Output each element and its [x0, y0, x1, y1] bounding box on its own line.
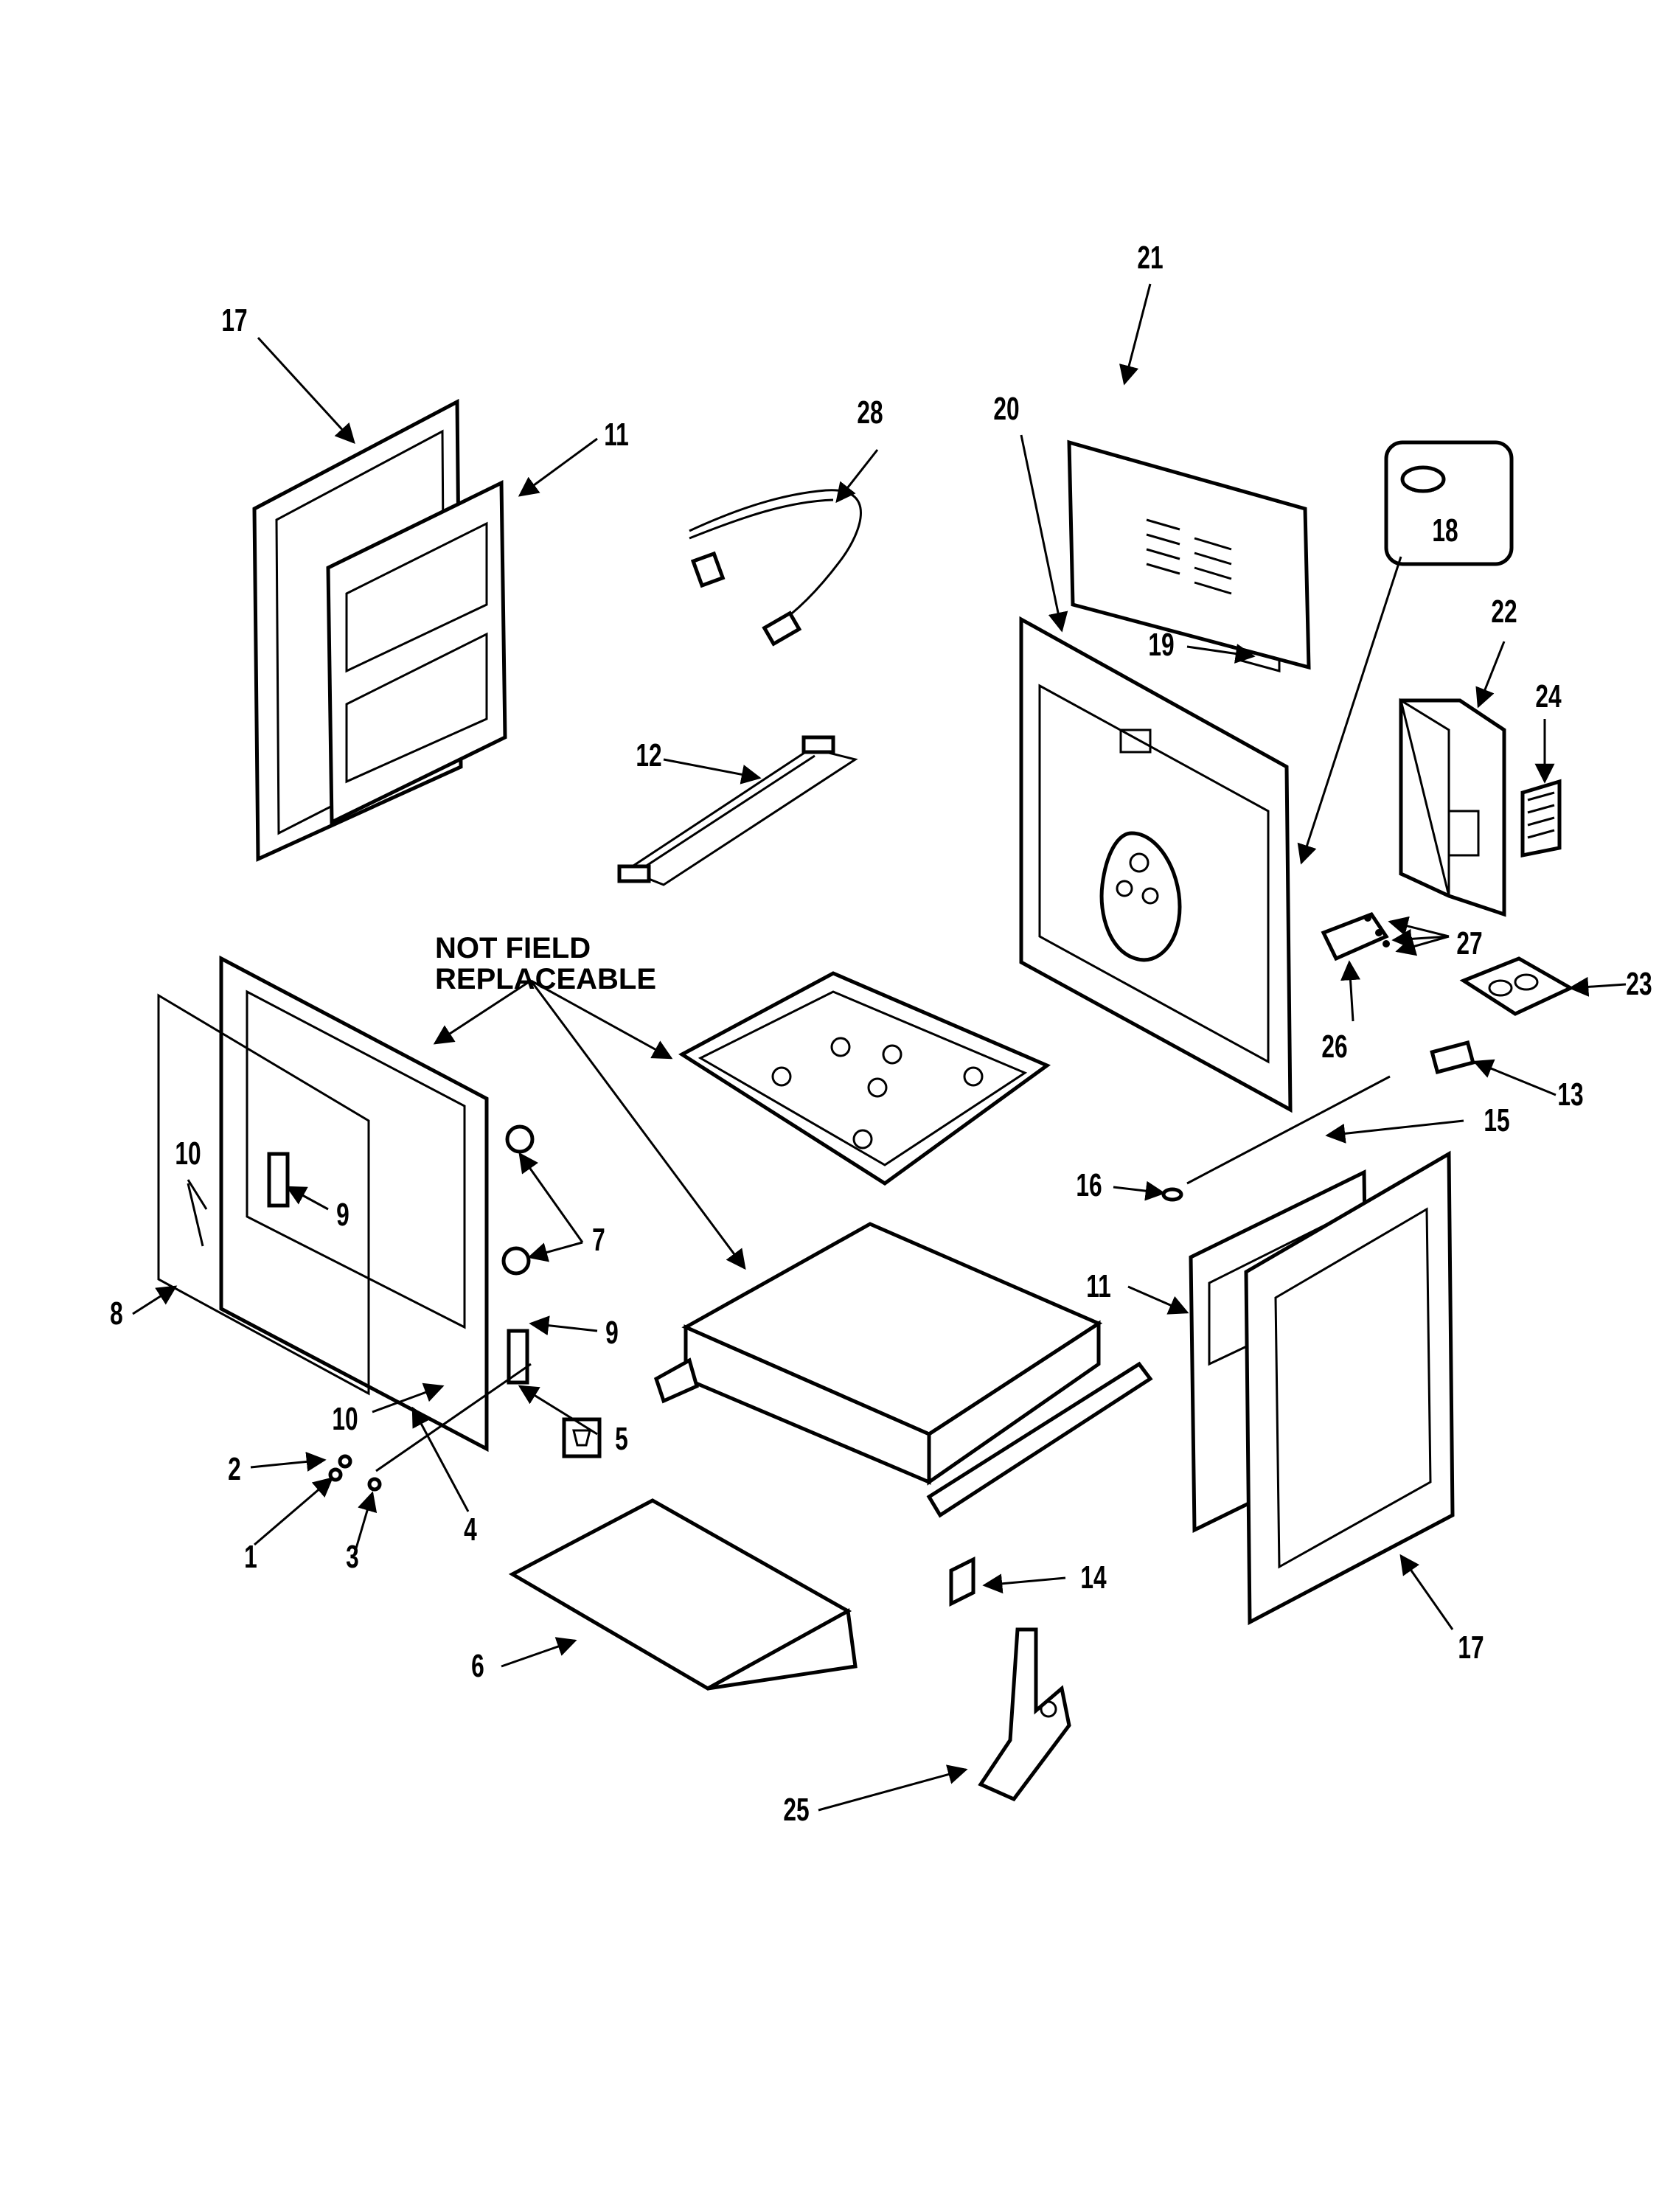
callout-19: 19	[1148, 627, 1175, 663]
callout-20: 20	[993, 391, 1020, 427]
leader-lines	[132, 283, 1627, 1812]
oven-frame-front	[219, 955, 489, 1453]
part-7-bushings	[501, 1124, 535, 1276]
callout-13: 13	[1557, 1077, 1584, 1113]
part-26-terminal-block	[1321, 911, 1389, 961]
part-16-small-part	[1161, 1187, 1183, 1202]
part-11-insulation-upper	[326, 480, 507, 825]
callout-15: 15	[1484, 1102, 1510, 1138]
part-28-power-cord	[689, 489, 862, 647]
callout-28: 28	[857, 394, 883, 431]
callout-8: 8	[110, 1295, 123, 1332]
callout-4: 4	[464, 1512, 477, 1548]
part-21-back-panel-upper	[1067, 439, 1311, 672]
part-8-door-gasket	[157, 993, 370, 1396]
callout-10-lower: 10	[332, 1401, 358, 1437]
part-14-leveling-leg	[949, 1556, 975, 1607]
cooktop-pan	[678, 971, 1051, 1186]
callout-10-upper: 10	[175, 1135, 201, 1172]
part-27-screws	[1364, 914, 1390, 947]
callout-6: 6	[471, 1648, 484, 1684]
part-9-hinge-receiver-left	[267, 1152, 290, 1208]
part-6-bottom-panel	[508, 1498, 858, 1691]
callout-3: 3	[346, 1539, 359, 1575]
callout-18: 18	[1432, 512, 1458, 549]
callout-1: 1	[244, 1539, 257, 1575]
note-line-1: NOT FIELD	[435, 932, 591, 964]
callout-2: 2	[228, 1451, 241, 1487]
callout-11-top: 11	[604, 417, 629, 453]
part-1-2-3-hardware	[328, 1454, 382, 1492]
callout-17-lower: 17	[1458, 1630, 1484, 1666]
base-assembly	[653, 1222, 1153, 1518]
callout-14: 14	[1080, 1559, 1107, 1596]
callout-24: 24	[1535, 678, 1562, 714]
callout-16: 16	[1076, 1167, 1102, 1203]
part-9-hinge-receiver-right	[507, 1329, 529, 1385]
part-23-cover-plate	[1459, 956, 1575, 1016]
callout-7: 7	[592, 1222, 605, 1258]
callout-23: 23	[1626, 966, 1652, 1002]
part-12-bake-element	[617, 735, 858, 886]
callout-27: 27	[1456, 925, 1483, 961]
callout-22: 22	[1491, 594, 1517, 630]
part-17-side-panel-right	[1244, 1150, 1455, 1626]
part-22-enclosure	[1399, 698, 1506, 917]
part-25-anti-tip-bracket	[978, 1627, 1071, 1802]
callout-9-right: 9	[605, 1315, 619, 1351]
callout-17-top: 17	[221, 302, 248, 338]
note-line-2: REPLACEABLE	[435, 963, 657, 995]
not-field-replaceable-note: NOT FIELD REPLACEABLE	[435, 933, 656, 995]
callout-26: 26	[1321, 1029, 1348, 1065]
callout-12: 12	[636, 737, 662, 773]
callout-11-lower: 11	[1086, 1268, 1111, 1304]
callout-5: 5	[615, 1421, 628, 1457]
callout-21: 21	[1137, 240, 1164, 276]
part-20-back-panel	[1019, 616, 1293, 1113]
part-4-rail	[375, 1363, 532, 1472]
part-15-rod	[1186, 1075, 1391, 1185]
part-18-sensor-box	[1384, 440, 1514, 566]
part-24-vent-grille	[1520, 779, 1562, 858]
callout-9-left: 9	[336, 1197, 349, 1233]
callout-25: 25	[783, 1792, 810, 1828]
part-13-sensor	[1430, 1040, 1475, 1075]
